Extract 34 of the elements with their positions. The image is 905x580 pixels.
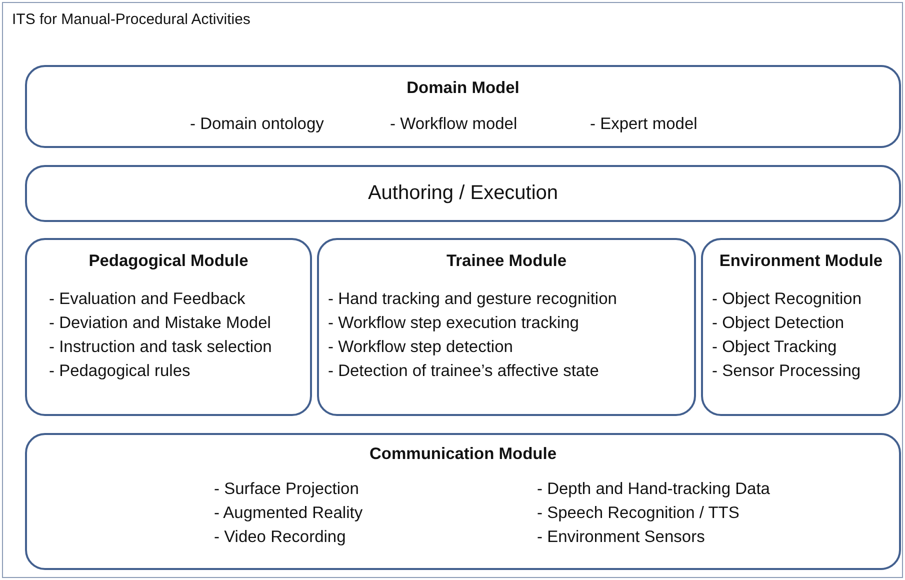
frame-title: ITS for Manual-Procedural Activities [12,11,250,28]
module-box [701,238,901,416]
list-item: - Object Detection [712,314,844,333]
list-item: - Sensor Processing [712,362,861,381]
list-item: - Evaluation and Feedback [49,290,246,309]
list-item: - Depth and Hand-tracking Data [537,480,770,499]
module-box [25,165,901,222]
list-item: - Pedagogical rules [49,362,190,381]
list-item: - Object Tracking [712,338,837,357]
list-item: - Workflow step execution tracking [328,314,579,333]
module-box [25,433,901,570]
module-box [317,238,696,416]
module-heading: Pedagogical Module [88,252,250,271]
list-item: - Deviation and Mistake Model [49,314,271,333]
list-item: - Object Recognition [712,290,862,309]
module-heading: Communication Module [368,445,558,464]
list-item: - Video Recording [214,528,346,547]
list-item: - Hand tracking and gesture recognition [328,290,617,309]
module-box [25,238,312,416]
module-heading: Trainee Module [445,252,568,271]
list-item: - Workflow step detection [328,338,513,357]
list-item: - Speech Recognition / TTS [537,504,740,523]
module-box [25,65,901,148]
module-heading: Environment Module [718,252,884,271]
list-item: - Domain ontology [190,115,324,134]
list-item: - Instruction and task selection [49,338,272,357]
module-heading: Domain Model [406,79,520,98]
list-item: - Workflow model [390,115,518,134]
layer-label: Authoring / Execution [366,182,560,205]
list-item: - Detection of trainee’s affective state [328,362,599,381]
list-item: - Environment Sensors [537,528,705,547]
list-item: - Surface Projection [214,480,359,499]
list-item: - Augmented Reality [214,504,363,523]
list-item: - Expert model [590,115,698,134]
